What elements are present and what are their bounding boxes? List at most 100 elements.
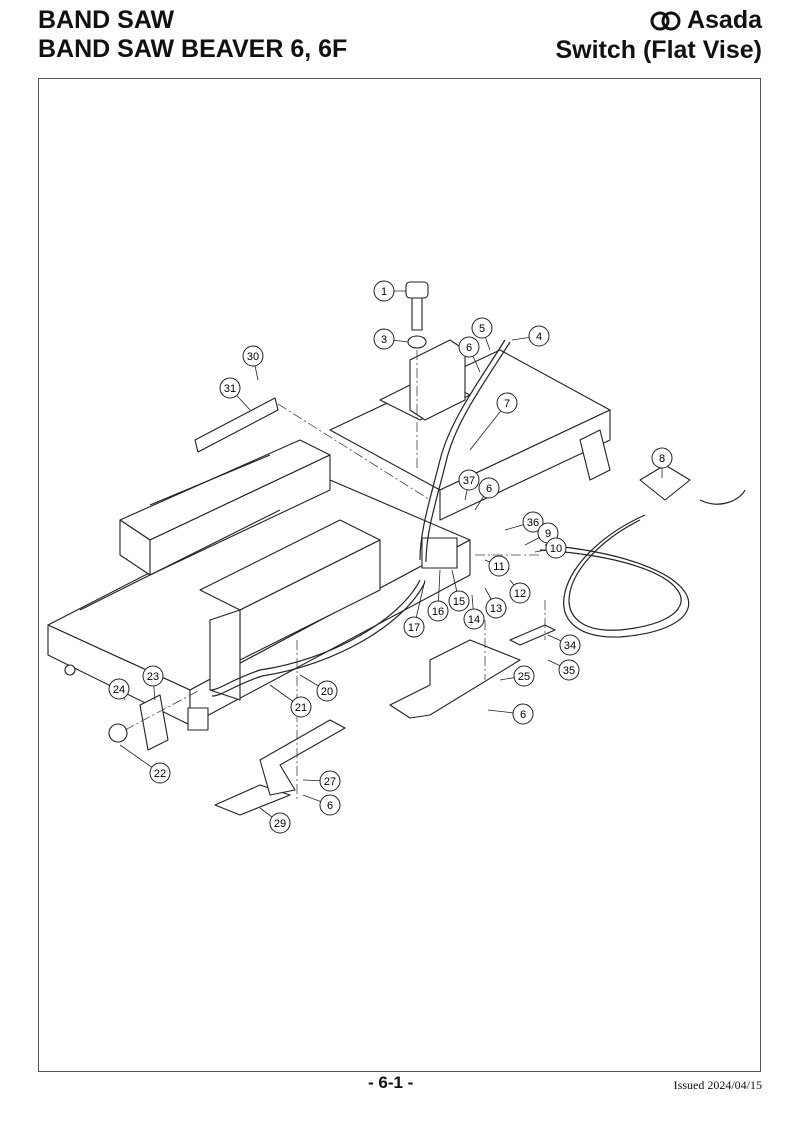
callout-number: 20 bbox=[321, 686, 333, 698]
callout-circle bbox=[448, 590, 470, 612]
callout-layer: 1354630317837636910111213151614173435252… bbox=[108, 280, 673, 834]
page-number: - 6-1 - bbox=[368, 1073, 414, 1092]
callout-circle bbox=[319, 770, 341, 792]
callout-number: 11 bbox=[493, 561, 504, 573]
callout-circle bbox=[403, 616, 425, 638]
product-model: BAND SAW BEAVER 6, 6F bbox=[38, 35, 348, 63]
callout-number: 35 bbox=[563, 665, 575, 677]
callout-number: 23 bbox=[147, 671, 159, 683]
callout-6: 6 bbox=[487, 703, 534, 725]
callout-circle bbox=[559, 634, 581, 656]
callout-circle bbox=[269, 812, 291, 834]
callout-17: 17 bbox=[403, 579, 426, 638]
callout-circle bbox=[319, 794, 341, 816]
callout-8: 8 bbox=[651, 447, 673, 478]
callout-number: 30 bbox=[247, 351, 259, 363]
callout-27: 27 bbox=[302, 770, 341, 792]
callout-circle bbox=[219, 377, 241, 399]
document-title: BAND SAW BAND SAW BEAVER 6, 6F bbox=[38, 6, 347, 64]
callout-number: 3 bbox=[381, 334, 387, 346]
callout-circle bbox=[558, 659, 580, 681]
machine-base bbox=[47, 281, 691, 816]
callout-31: 31 bbox=[219, 377, 251, 411]
header-right: Asada Switch (Flat Vise) bbox=[555, 6, 762, 66]
callout-20: 20 bbox=[299, 674, 338, 702]
callout-circle bbox=[373, 280, 395, 302]
callout-number: 37 bbox=[463, 475, 475, 487]
section-title: Switch (Flat Vise) bbox=[555, 36, 762, 64]
callout-number: 9 bbox=[545, 528, 551, 540]
brand-logo: Asada bbox=[555, 6, 762, 35]
callout-number: 22 bbox=[154, 768, 166, 780]
callout-4: 4 bbox=[511, 325, 550, 347]
callout-number: 36 bbox=[527, 517, 539, 529]
callout-24: 24 bbox=[108, 678, 130, 701]
callout-25: 25 bbox=[499, 665, 535, 687]
callout-6: 6 bbox=[302, 794, 341, 816]
center-lines bbox=[124, 350, 546, 800]
asada-logo-icon bbox=[650, 11, 681, 30]
callout-number: 5 bbox=[479, 323, 485, 335]
callout-number: 1 bbox=[381, 286, 387, 298]
callout-3: 3 bbox=[373, 328, 409, 350]
callout-36: 36 bbox=[504, 511, 544, 533]
callout-number: 15 bbox=[453, 596, 465, 608]
callout-12: 12 bbox=[509, 579, 531, 604]
callout-number: 13 bbox=[490, 603, 502, 615]
callout-circle bbox=[290, 696, 312, 718]
callout-circle bbox=[488, 555, 510, 577]
callout-number: 6 bbox=[466, 342, 472, 354]
callout-circle bbox=[512, 703, 534, 725]
diagram-frame bbox=[38, 78, 761, 1072]
callout-23: 23 bbox=[142, 665, 164, 701]
callout-number: 6 bbox=[486, 483, 492, 495]
callout-circle bbox=[463, 608, 485, 630]
brand-name: Asada bbox=[686, 6, 762, 34]
cables bbox=[209, 339, 746, 697]
callout-circle bbox=[509, 582, 531, 604]
callout-circle bbox=[471, 317, 493, 339]
callout-circle bbox=[528, 325, 550, 347]
callout-13: 13 bbox=[484, 587, 507, 619]
callout-number: 10 bbox=[550, 543, 562, 555]
callout-37: 37 bbox=[458, 469, 480, 501]
callout-number: 17 bbox=[408, 622, 420, 634]
callout-circle bbox=[149, 762, 171, 784]
callout-circle bbox=[108, 678, 130, 700]
callout-number: 34 bbox=[564, 640, 576, 652]
callout-number: 25 bbox=[518, 671, 530, 683]
callout-number: 29 bbox=[274, 818, 286, 830]
callout-circle bbox=[458, 469, 480, 491]
callout-number: 8 bbox=[659, 453, 665, 465]
callout-30: 30 bbox=[242, 345, 264, 381]
callout-number: 27 bbox=[324, 776, 336, 788]
callout-21: 21 bbox=[269, 684, 312, 718]
callout-7: 7 bbox=[469, 392, 518, 451]
callout-6: 6 bbox=[458, 336, 481, 373]
callout-circle bbox=[513, 665, 535, 687]
callout-circle bbox=[478, 477, 500, 499]
callout-15: 15 bbox=[448, 569, 470, 612]
callout-circle bbox=[458, 336, 480, 358]
callout-number: 16 bbox=[432, 606, 444, 618]
callout-circle bbox=[651, 447, 673, 469]
callout-number: 14 bbox=[468, 614, 480, 626]
callout-circle bbox=[142, 665, 164, 687]
callout-circle bbox=[316, 680, 338, 702]
callout-5: 5 bbox=[471, 317, 493, 351]
callout-circle bbox=[242, 345, 264, 367]
callout-circle bbox=[545, 537, 567, 559]
callout-number: 24 bbox=[113, 684, 125, 696]
callout-circle bbox=[496, 392, 518, 414]
callout-number: 6 bbox=[327, 800, 333, 812]
issued-date: Issued 2024/04/15 bbox=[673, 1078, 762, 1092]
product-line: BAND SAW bbox=[38, 6, 175, 34]
callout-circle bbox=[427, 600, 449, 622]
callout-22: 22 bbox=[119, 744, 171, 784]
callout-10: 10 bbox=[534, 537, 567, 559]
callout-29: 29 bbox=[259, 807, 291, 834]
callout-34: 34 bbox=[547, 634, 581, 656]
callout-circle bbox=[522, 511, 544, 533]
callout-number: 12 bbox=[514, 588, 526, 600]
